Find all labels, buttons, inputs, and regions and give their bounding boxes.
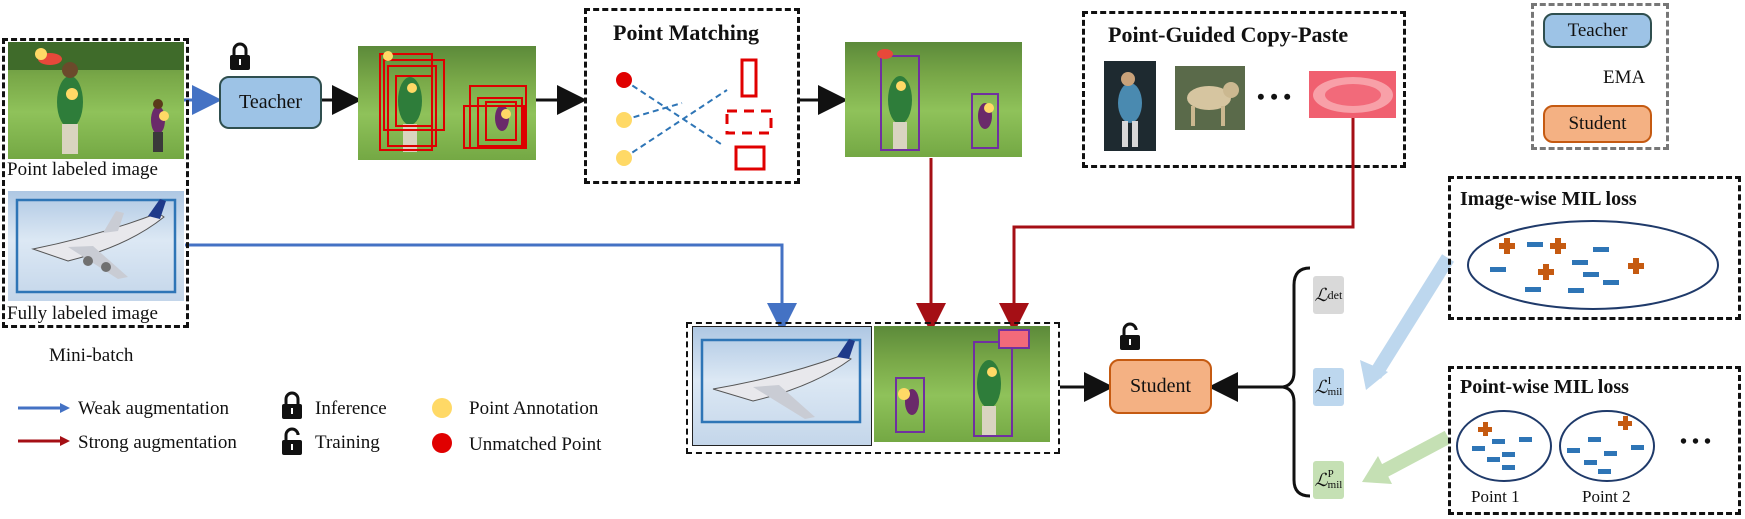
patch-dog: [1175, 66, 1245, 130]
soccer-scene-illustration: [8, 42, 184, 154]
ema-student-node: Student: [1543, 105, 1652, 143]
legend-arrow-swatches: [18, 403, 70, 446]
mixed-input-box: [686, 322, 1060, 454]
full-image-caption: Fully labeled image: [7, 303, 158, 324]
arrow-point-mil-head: [1362, 456, 1392, 484]
patch-person: [1104, 61, 1156, 151]
ema-teacher-node: Teacher: [1543, 13, 1652, 48]
point-labeled-image: [8, 42, 184, 159]
copy-paste-title: Point-Guided Copy-Paste: [1108, 22, 1349, 47]
patch-frisbee: [1309, 71, 1396, 118]
point-matching-title: Point Matching: [613, 20, 760, 45]
unmatched-point-swatch: [432, 433, 452, 453]
point-2-label: Point 2: [1582, 487, 1631, 506]
image-mil-box: [1448, 176, 1741, 320]
arrow-copypaste-to-mixed: [999, 118, 1355, 333]
copy-paste-box: [1082, 11, 1406, 168]
legend-unmatched-point-label: Unmatched Point: [469, 434, 602, 455]
arrow-image-mil-to-loss: [1369, 254, 1454, 379]
annotated-point-1: [616, 112, 632, 128]
mini-batch-label: Mini-batch: [49, 345, 134, 366]
mini-batch-box: [2, 38, 189, 328]
image-mil-bag: [1467, 220, 1719, 310]
image-mil-title: Image-wise MIL loss: [1460, 188, 1637, 210]
point-mil-title: Point-wise MIL loss: [1460, 376, 1629, 398]
point-matching-graphic: [616, 58, 773, 171]
mixed-airplane-image: [692, 326, 872, 446]
point-image-caption: Point labeled image: [7, 159, 158, 180]
point-matching-box: [584, 8, 800, 184]
arrow-image-mil-head: [1360, 360, 1388, 390]
airplane-illustration: [15, 198, 177, 294]
teacher-node: Teacher: [219, 76, 322, 129]
matched-result-image: [845, 42, 1022, 157]
unmatched-point: [616, 72, 632, 88]
legend-inference-label: Inference: [315, 398, 387, 419]
point-mil-box: [1448, 366, 1741, 515]
ema-label: EMA: [1603, 67, 1646, 88]
teacher-predictions-image: [358, 46, 536, 160]
matched-boxes-illustration: [877, 49, 999, 151]
point-annotation-swatch: [432, 398, 452, 418]
candidate-box-3: [734, 145, 766, 171]
candidate-box-1: [740, 58, 758, 98]
loss-brace: [1282, 266, 1311, 498]
arrow-point-mil-to-loss: [1378, 430, 1452, 479]
legend-strong-label: Strong augmentation: [78, 432, 237, 453]
student-node: Student: [1109, 359, 1212, 414]
legend-point-swatches: [432, 398, 452, 453]
legend-training-label: Training: [315, 432, 380, 453]
arrow-full-image-weak: [185, 243, 797, 333]
point-mil-bags: [1456, 410, 1655, 482]
candidate-box-2: [725, 109, 773, 135]
lock-closed-icon: [228, 42, 252, 77]
annotated-point-2: [616, 150, 632, 166]
lock-open-icon: [1118, 322, 1142, 357]
fully-labeled-image: [8, 191, 184, 301]
legend-weak-label: Weak augmentation: [78, 398, 229, 419]
point-1-label: Point 1: [1471, 487, 1520, 506]
copy-paste-ellipsis: • • •: [1257, 84, 1292, 109]
mixed-soccer-image: [874, 326, 1050, 442]
legend-point-annotation-label: Point Annotation: [469, 398, 599, 419]
legend-lock-open-icon: [280, 427, 304, 462]
dense-boxes-illustration: [379, 51, 527, 152]
point-mil-ellipsis: • • •: [1680, 431, 1712, 453]
legend-lock-closed-icon: [280, 391, 304, 426]
